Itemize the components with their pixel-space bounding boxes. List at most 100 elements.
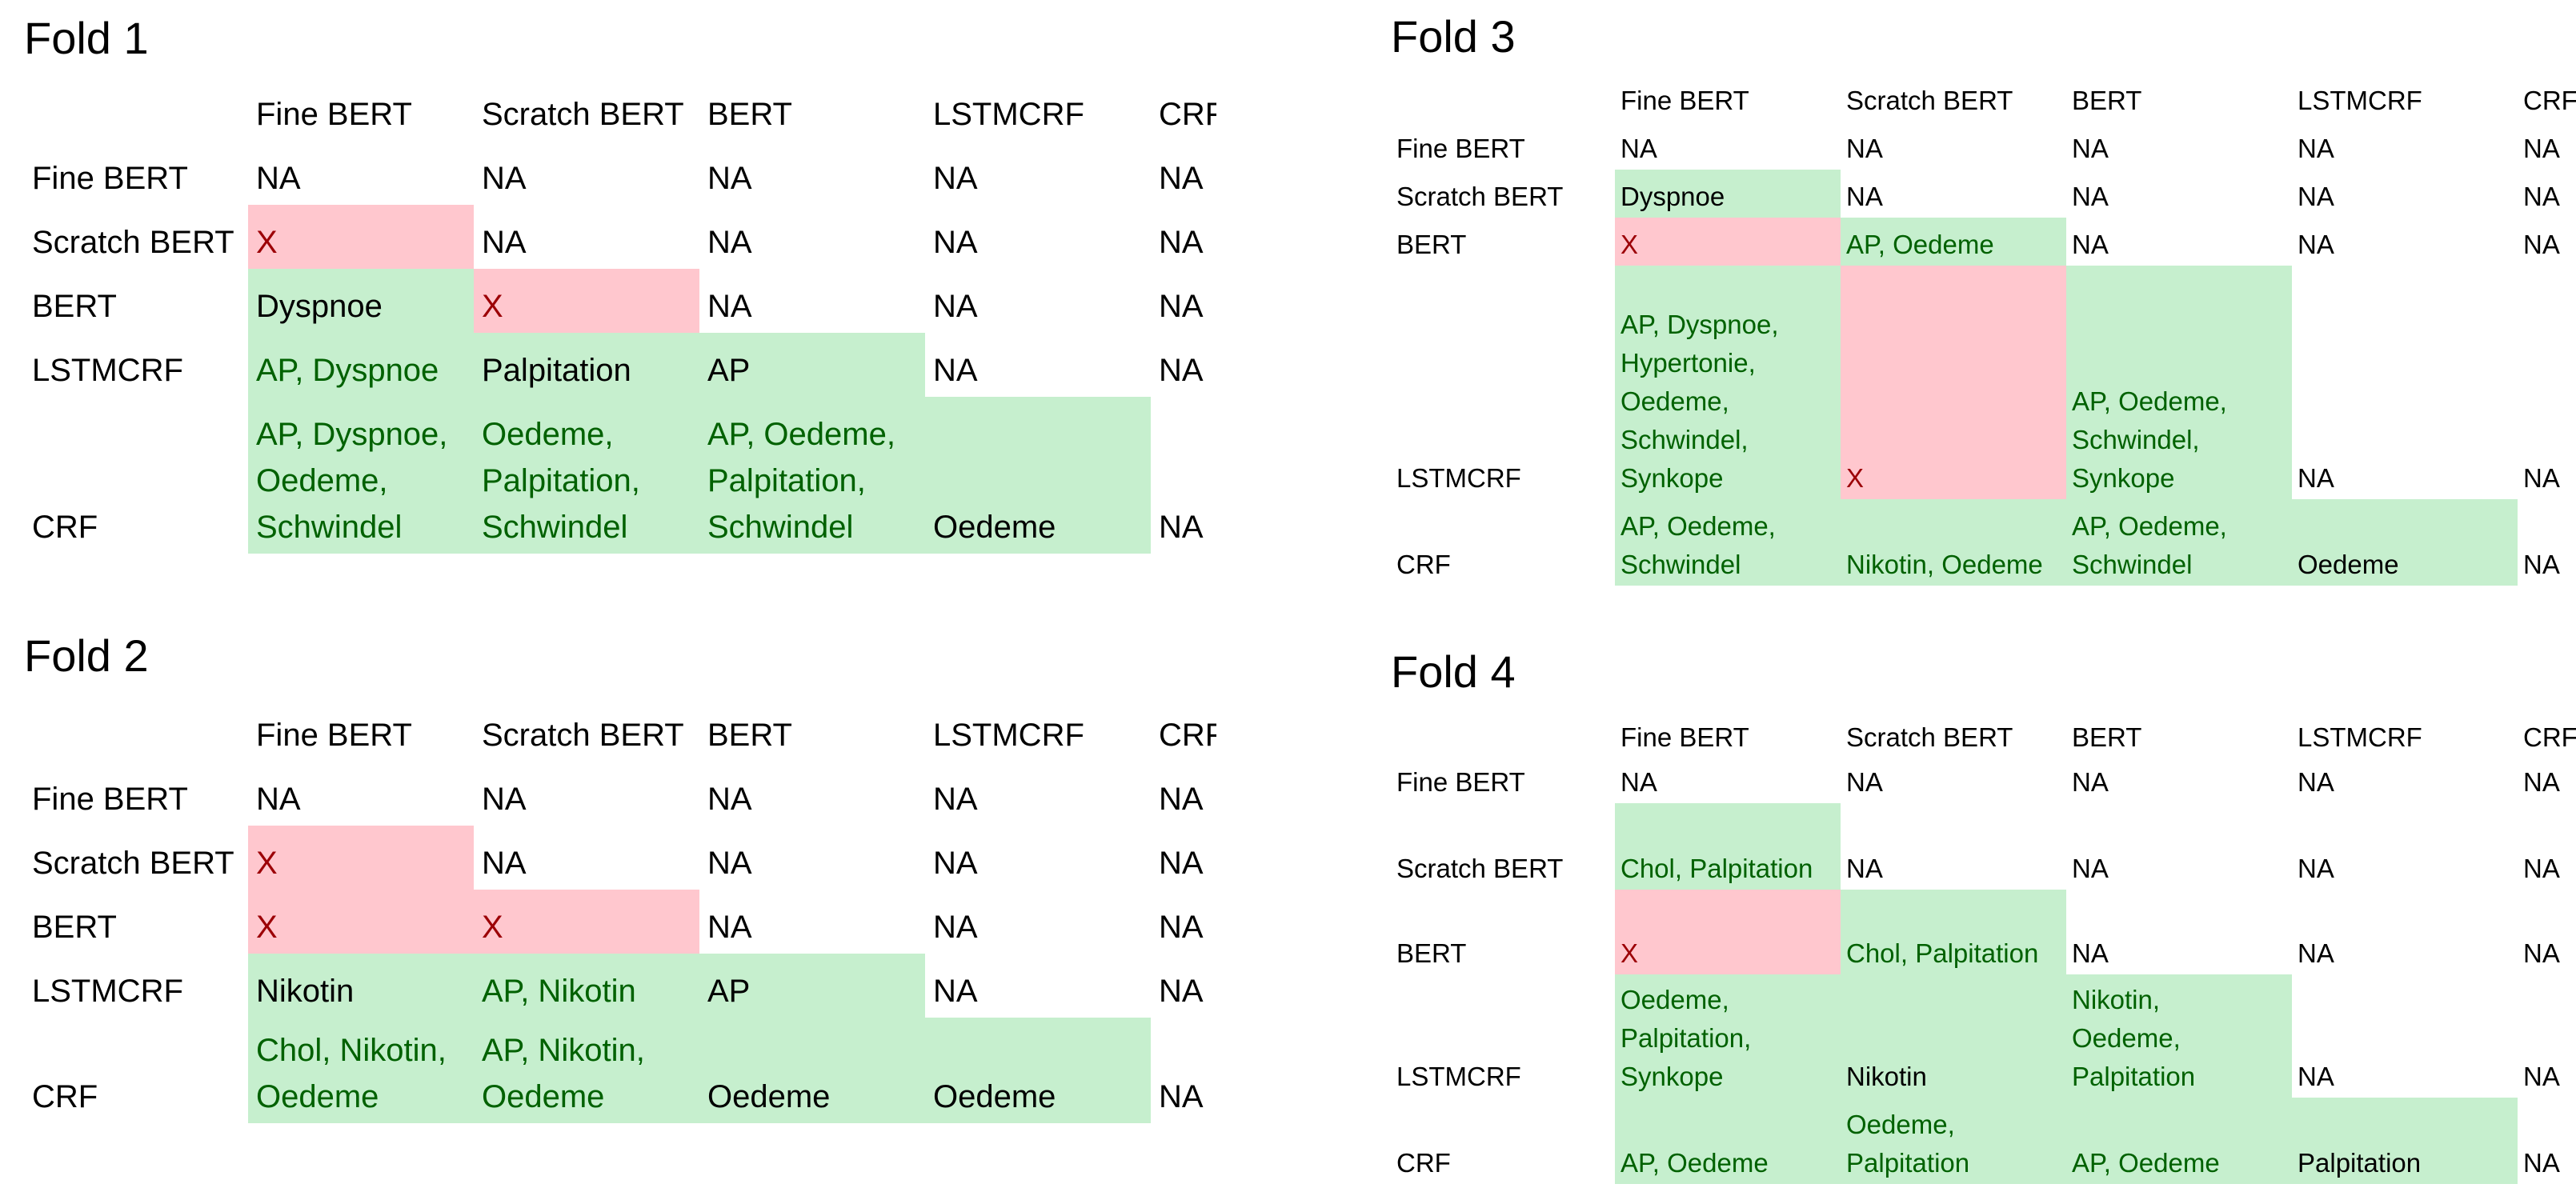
fold4-cell[interactable]: AP, Oedeme	[2066, 1098, 2292, 1184]
fold3-row-header[interactable]: LSTMCRF	[1396, 463, 1521, 493]
fold2-row-header[interactable]: Scratch BERT	[32, 846, 234, 881]
fold2-row-header[interactable]: BERT	[32, 910, 117, 945]
fold3-cell[interactable]: Dyspnoe	[1615, 170, 1841, 218]
fold2-cell[interactable]: Chol, Nikotin, Oedeme	[248, 1018, 474, 1123]
fold3-cell[interactable]: NA	[2298, 182, 2334, 211]
fold3-cell[interactable]: NA	[2523, 550, 2560, 579]
fold2-cell[interactable]: NA	[1159, 782, 1204, 817]
fold4-cell[interactable]: Chol, Palpitation	[1615, 803, 1841, 890]
fold1-cell[interactable]: NA	[707, 289, 752, 324]
fold4-cell[interactable]: NA	[2523, 767, 2560, 797]
fold1-cell[interactable]: NA	[707, 161, 752, 196]
fold2-cell[interactable]: NA	[1159, 1079, 1204, 1114]
fold2-cell[interactable]: NA	[707, 782, 752, 817]
fold1-cell[interactable]: NA	[1159, 353, 1204, 388]
fold3-cell[interactable]: AP, Oedeme, Schwindel	[2066, 499, 2292, 586]
fold4-cell[interactable]: NA	[1846, 767, 1883, 797]
fold2-cell[interactable]: NA	[1159, 910, 1204, 945]
fold3-col-header[interactable]: CRF	[2523, 86, 2576, 115]
fold2-cell[interactable]: NA	[933, 910, 978, 945]
fold4-col-header[interactable]: BERT	[2072, 722, 2142, 752]
fold1-row-header[interactable]: LSTMCRF	[32, 353, 183, 388]
fold4-cell[interactable]: Nikotin	[1841, 974, 2066, 1098]
fold1-cell[interactable]: NA	[1159, 289, 1204, 324]
fold3-row-header[interactable]: Fine BERT	[1396, 134, 1525, 163]
fold1-cell[interactable]: Dyspnoe	[248, 269, 474, 333]
fold2-cell[interactable]: NA	[1159, 974, 1204, 1009]
fold4-cell[interactable]: X	[1615, 890, 1841, 974]
fold1-cell[interactable]: NA	[933, 353, 978, 388]
fold2-cell[interactable]: AP	[699, 954, 925, 1018]
fold1-row-header[interactable]: BERT	[32, 289, 117, 324]
fold1-cell[interactable]: NA	[933, 225, 978, 260]
fold1-col-header[interactable]: CRF	[1159, 97, 1216, 132]
fold2-cell[interactable]: X	[474, 890, 699, 954]
fold3-cell[interactable]: NA	[2298, 463, 2334, 493]
fold2-row-header[interactable]: Fine BERT	[32, 782, 188, 817]
fold2-cell[interactable]: NA	[707, 846, 752, 881]
fold2-col-header[interactable]: LSTMCRF	[933, 718, 1084, 753]
fold3-cell[interactable]: X	[1615, 218, 1841, 266]
fold1-cell[interactable]: AP	[699, 333, 925, 397]
fold3-col-header[interactable]: LSTMCRF	[2298, 86, 2422, 115]
fold4-cell[interactable]: NA	[2072, 854, 2109, 883]
fold2-cell[interactable]: NA	[256, 782, 301, 817]
fold4-cell[interactable]: Palpitation	[2292, 1098, 2518, 1184]
fold2-cell[interactable]: X	[248, 890, 474, 954]
fold3-cell[interactable]: NA	[2523, 134, 2560, 163]
fold1-cell[interactable]: AP, Oedeme, Palpitation, Schwindel	[699, 397, 925, 554]
fold2-row-header[interactable]: CRF	[32, 1079, 98, 1114]
fold1-cell[interactable]: NA	[707, 225, 752, 260]
fold1-cell[interactable]: NA	[933, 289, 978, 324]
fold1-col-header[interactable]: Scratch BERT	[482, 97, 684, 132]
fold1-col-header[interactable]: BERT	[707, 97, 792, 132]
fold4-cell[interactable]: AP, Oedeme	[1615, 1098, 1841, 1184]
fold2-cell[interactable]: NA	[933, 846, 978, 881]
fold1-cell[interactable]: Oedeme	[925, 397, 1151, 554]
fold4-cell[interactable]: NA	[2523, 1062, 2560, 1091]
fold3-cell[interactable]: X	[1841, 266, 2066, 499]
fold4-col-header[interactable]: LSTMCRF	[2298, 722, 2422, 752]
fold4-cell[interactable]: NA	[2523, 1148, 2560, 1178]
fold2-cell[interactable]: NA	[482, 782, 527, 817]
fold3-col-header[interactable]: BERT	[2072, 86, 2142, 115]
fold3-row-header[interactable]: BERT	[1396, 230, 1467, 259]
fold2-cell[interactable]: NA	[933, 782, 978, 817]
fold1-cell[interactable]: NA	[1159, 510, 1204, 545]
fold2-cell[interactable]: Oedeme	[699, 1018, 925, 1123]
fold1-cell[interactable]: NA	[933, 161, 978, 196]
fold4-cell[interactable]: Nikotin, Oedeme, Palpitation	[2066, 974, 2292, 1098]
fold1-cell[interactable]: NA	[1159, 225, 1204, 260]
fold3-cell[interactable]: NA	[2298, 230, 2334, 259]
fold2-cell[interactable]: Nikotin	[248, 954, 474, 1018]
fold4-cell[interactable]: NA	[2072, 938, 2109, 968]
fold4-row-header[interactable]: Scratch BERT	[1396, 854, 1564, 883]
fold2-col-header[interactable]: Fine BERT	[256, 718, 412, 753]
fold4-cell[interactable]: Oedeme, Palpitation, Synkope	[1615, 974, 1841, 1098]
fold4-cell[interactable]: Chol, Palpitation	[1841, 890, 2066, 974]
fold1-row-header[interactable]: CRF	[32, 510, 98, 545]
fold3-row-header[interactable]: CRF	[1396, 550, 1451, 579]
fold4-cell[interactable]: NA	[2072, 767, 2109, 797]
fold3-row-header[interactable]: Scratch BERT	[1396, 182, 1564, 211]
fold3-cell[interactable]: NA	[2523, 463, 2560, 493]
fold2-row-header[interactable]: LSTMCRF	[32, 974, 183, 1009]
fold3-cell[interactable]: NA	[1846, 182, 1883, 211]
fold2-cell[interactable]: NA	[482, 846, 527, 881]
fold1-row-header[interactable]: Fine BERT	[32, 161, 188, 196]
fold4-row-header[interactable]: Fine BERT	[1396, 767, 1525, 797]
fold4-cell[interactable]: NA	[1621, 767, 1657, 797]
fold4-col-header[interactable]: Fine BERT	[1621, 722, 1749, 752]
fold1-cell[interactable]: X	[474, 269, 699, 333]
fold1-cell[interactable]: NA	[1159, 161, 1204, 196]
fold1-col-header[interactable]: LSTMCRF	[933, 97, 1084, 132]
fold1-col-header[interactable]: Fine BERT	[256, 97, 412, 132]
fold3-col-header[interactable]: Fine BERT	[1621, 86, 1749, 115]
fold2-cell[interactable]: NA	[1159, 846, 1204, 881]
fold3-cell[interactable]: Nikotin, Oedeme	[1841, 499, 2066, 586]
fold4-cell[interactable]: NA	[1846, 854, 1883, 883]
fold4-cell[interactable]: Oedeme, Palpitation	[1841, 1098, 2066, 1184]
fold1-cell[interactable]: AP, Dyspnoe	[248, 333, 474, 397]
fold4-cell[interactable]: NA	[2523, 938, 2560, 968]
fold3-cell[interactable]: NA	[2298, 134, 2334, 163]
